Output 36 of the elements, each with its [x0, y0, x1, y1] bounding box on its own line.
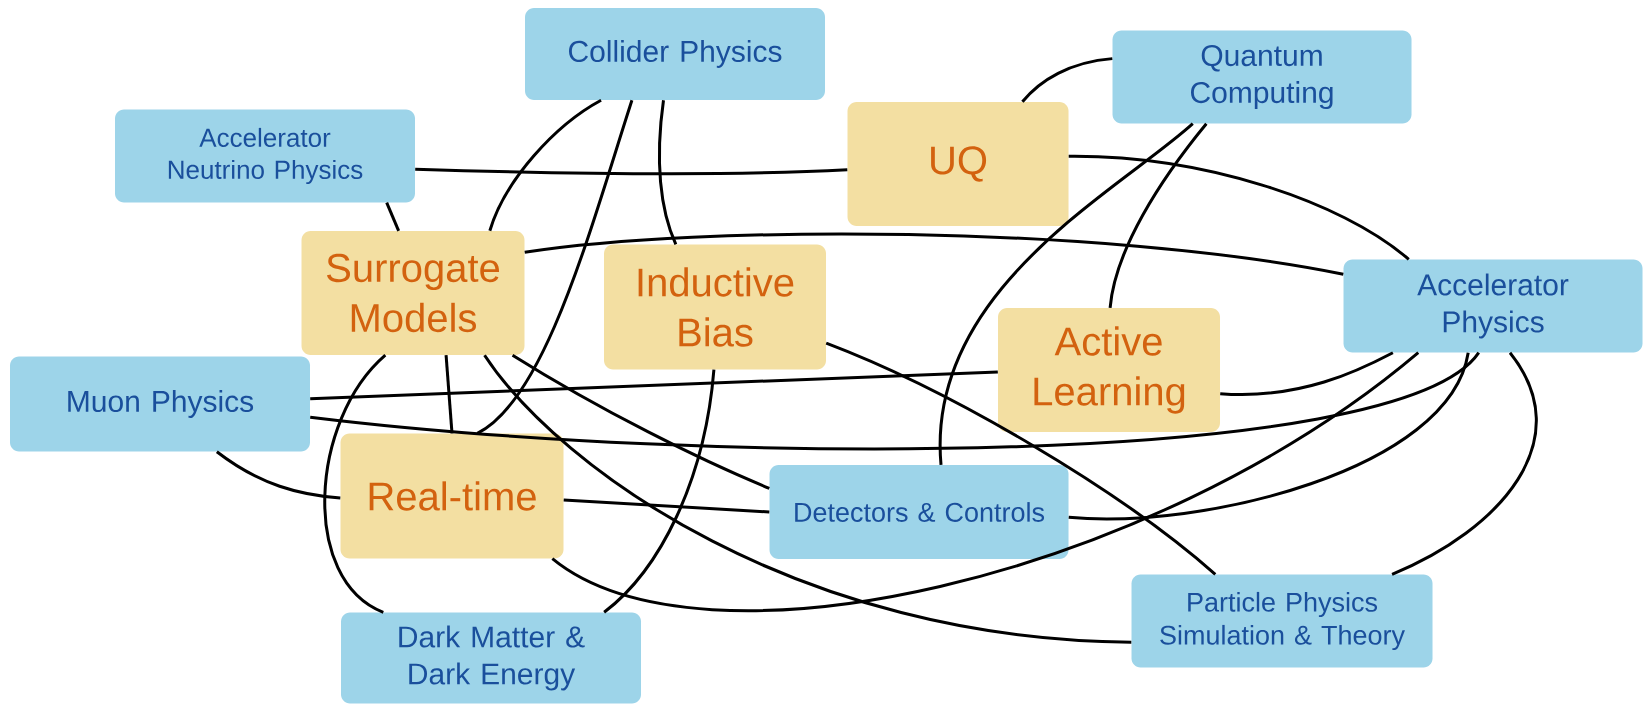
connector-line	[310, 370, 998, 401]
topic-box: Collider Physics	[525, 8, 825, 100]
topic-box: Active Learning	[998, 308, 1220, 432]
connector-line	[1220, 351, 1394, 396]
connector-line	[385, 202, 401, 232]
connector-line	[476, 99, 634, 435]
topic-box: Real-time	[340, 433, 564, 559]
connector-line	[603, 369, 716, 614]
connector-line	[825, 341, 1217, 576]
topic-box: Detectors & Controls	[769, 465, 1069, 559]
connector-line	[1021, 57, 1113, 103]
topic-box: Accelerator Physics	[1343, 259, 1643, 353]
connector-line	[215, 450, 341, 500]
connector-line	[488, 98, 602, 232]
topic-box: UQ	[847, 102, 1069, 226]
connector-line	[657, 100, 678, 245]
connector-line	[415, 167, 848, 176]
connector-line	[551, 351, 1420, 612]
topic-box: Surrogate Models	[301, 231, 525, 355]
topic-box: Accelerator Neutrino Physics	[115, 109, 415, 203]
connector-line	[511, 353, 770, 490]
connector-line	[1068, 154, 1410, 261]
connector-line	[323, 354, 387, 614]
topic-box: Muon Physics	[10, 356, 310, 452]
connector-line	[310, 351, 1480, 451]
topic-box: Dark Matter & Dark Energy	[341, 612, 641, 704]
topic-box: Quantum Computing	[1112, 30, 1412, 124]
topic-box: Particle Physics Simulation & Theory	[1131, 574, 1433, 668]
connector-line	[563, 498, 770, 514]
connector-line	[1108, 122, 1208, 308]
connector-line	[483, 354, 1132, 644]
connector-line	[1391, 351, 1538, 576]
connector-line	[1068, 352, 1470, 521]
topic-box: Inductive Bias	[604, 244, 826, 370]
connector-line	[524, 232, 1344, 276]
connector-line	[939, 122, 1194, 465]
